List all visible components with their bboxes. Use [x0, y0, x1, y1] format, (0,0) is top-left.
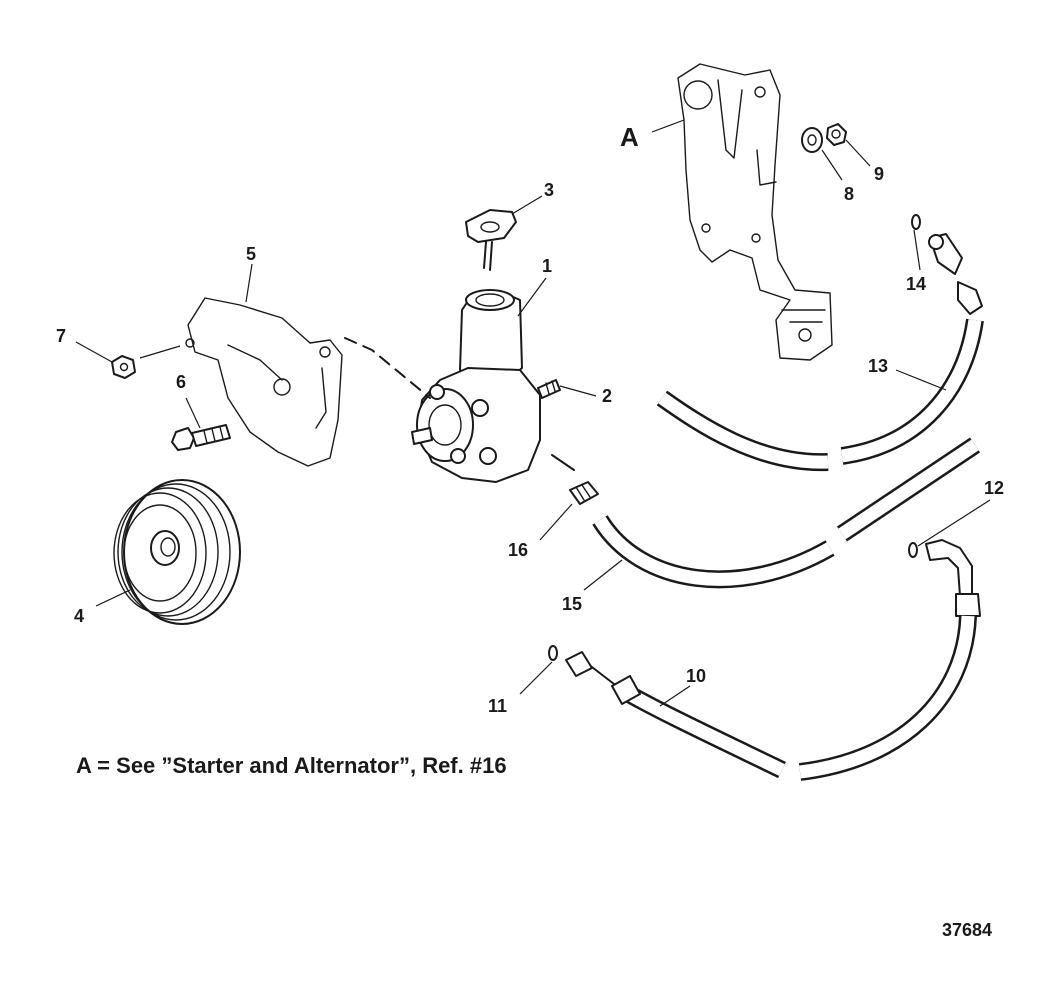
- o-ring-12: [908, 542, 918, 558]
- reference-note: A = See ”Starter and Alternator”, Ref. #…: [76, 753, 507, 778]
- callout-9: 9: [874, 164, 884, 184]
- hose-15: [592, 437, 981, 589]
- pulley-4: [113, 479, 241, 625]
- callout-13: 13: [868, 356, 888, 376]
- o-ring-11: [548, 645, 558, 661]
- reference-letter-a: A: [620, 122, 639, 152]
- figure-number: 37684: [942, 920, 992, 940]
- spacer-8: [801, 127, 823, 153]
- fitting-2: [537, 379, 561, 399]
- leader-lines: [75, 119, 991, 707]
- alignment-dashed-line: [344, 337, 431, 399]
- o-ring-14: [911, 214, 921, 230]
- callout-16: 16: [508, 540, 528, 560]
- callout-7: 7: [56, 326, 66, 346]
- callout-2: 2: [602, 386, 612, 406]
- nut-7: [111, 355, 136, 379]
- power-steering-pump-1: [411, 289, 575, 483]
- reservoir-cap-3: [465, 209, 517, 271]
- bolt-6: [171, 424, 231, 451]
- nut-9: [826, 123, 847, 146]
- callout-8: 8: [844, 184, 854, 204]
- callout-6: 6: [176, 372, 186, 392]
- callout-5: 5: [246, 244, 256, 264]
- callout-3: 3: [544, 180, 554, 200]
- callout-1: 1: [542, 256, 552, 276]
- callout-12: 12: [984, 478, 1004, 498]
- callout-14: 14: [906, 274, 926, 294]
- callout-15: 15: [562, 594, 582, 614]
- mounting-bracket-a: [677, 63, 833, 361]
- callout-4: 4: [74, 606, 84, 626]
- callout-11: 11: [488, 696, 507, 716]
- hose-10: [565, 539, 981, 781]
- callout-10: 10: [686, 666, 706, 686]
- pump-bracket-5: [185, 297, 343, 467]
- fitting-16: [569, 481, 599, 505]
- hose-13: [656, 233, 984, 472]
